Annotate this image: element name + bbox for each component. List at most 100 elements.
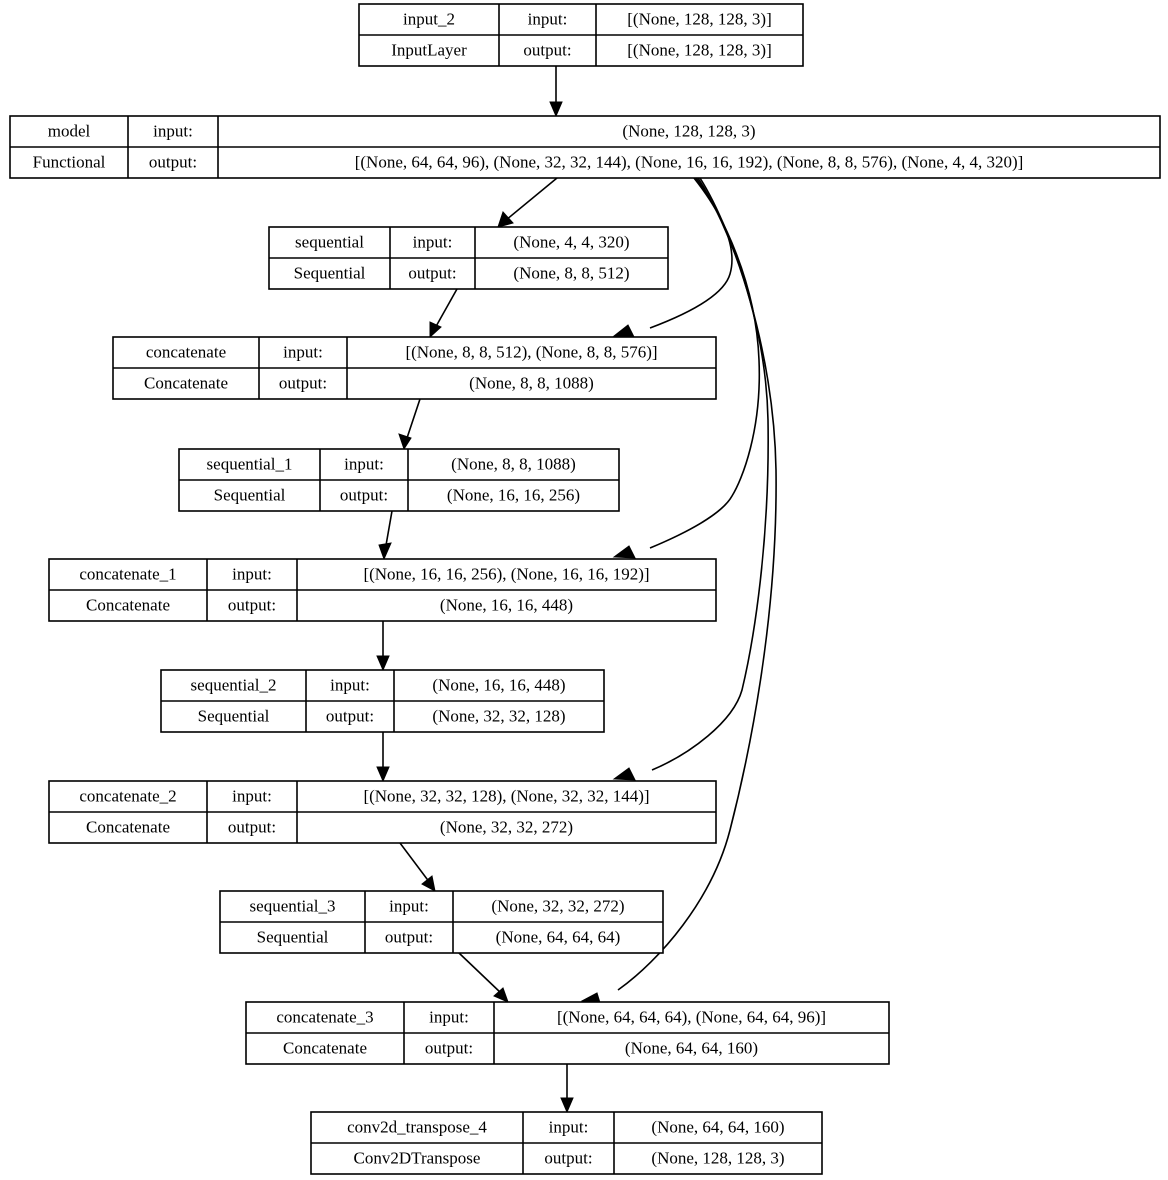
- graph-node[interactable]: sequential_1Sequentialinput:output:(None…: [178, 448, 620, 512]
- node-output-row-label: output:: [385, 927, 433, 946]
- node-output-shape: (None, 64, 64, 160): [625, 1038, 758, 1057]
- node-name-label: model: [48, 121, 91, 140]
- arrowhead-icon: [378, 542, 392, 561]
- node-input-shape: [(None, 32, 32, 128), (None, 32, 32, 144…: [363, 786, 649, 805]
- node-output-row-label: output:: [326, 706, 374, 725]
- node-name-label: sequential_1: [207, 454, 293, 473]
- node-class-label: Sequential: [294, 263, 366, 282]
- arrowhead-icon: [376, 655, 390, 672]
- node-input-row-label: input:: [413, 232, 453, 251]
- node-output-shape: (None, 16, 16, 256): [447, 485, 580, 504]
- edge-line: [399, 842, 431, 884]
- node-output-row-label: output:: [340, 485, 388, 504]
- node-input-shape: (None, 128, 128, 3): [622, 121, 755, 140]
- edges-layer: [376, 66, 777, 1114]
- node-output-row-label: output:: [279, 373, 327, 392]
- node-input-shape: (None, 16, 16, 448): [432, 675, 565, 694]
- node-class-label: Concatenate: [86, 817, 170, 836]
- node-class-label: Concatenate: [144, 373, 228, 392]
- node-output-shape: (None, 32, 32, 128): [432, 706, 565, 725]
- node-input-shape: [(None, 64, 64, 64), (None, 64, 64, 96)]: [557, 1007, 826, 1026]
- node-input-row-label: input:: [153, 121, 193, 140]
- edge-line: [505, 177, 558, 221]
- node-input-row-label: input:: [232, 564, 272, 583]
- node-output-row-label: output:: [408, 263, 456, 282]
- node-class-label: Concatenate: [86, 595, 170, 614]
- node-class-label: Sequential: [257, 927, 329, 946]
- node-class-label: InputLayer: [391, 40, 467, 59]
- node-class-label: Concatenate: [283, 1038, 367, 1057]
- node-output-shape: [(None, 64, 64, 96), (None, 32, 32, 144)…: [355, 152, 1024, 171]
- arrowhead-icon: [549, 101, 563, 118]
- graph-edge: [560, 1064, 574, 1114]
- node-input-row-label: input:: [232, 786, 272, 805]
- graph-edge: [378, 510, 393, 561]
- node-input-row-label: input:: [330, 675, 370, 694]
- node-input-shape: (None, 8, 8, 1088): [451, 454, 576, 473]
- node-input-row-label: input:: [528, 9, 568, 28]
- node-name-label: sequential: [295, 232, 364, 251]
- node-input-shape: [(None, 128, 128, 3)]: [627, 9, 771, 28]
- node-name-label: sequential_2: [191, 675, 277, 694]
- graph-edge: [497, 177, 558, 228]
- graph-edge: [458, 952, 509, 1003]
- node-input-row-label: input:: [429, 1007, 469, 1026]
- node-output-row-label: output:: [149, 152, 197, 171]
- graph-node[interactable]: conv2d_transpose_4Conv2DTransposeinput:o…: [310, 1111, 823, 1175]
- node-output-shape: (None, 16, 16, 448): [440, 595, 573, 614]
- graph-node[interactable]: sequential_2Sequentialinput:output:(None…: [160, 669, 605, 733]
- arrowhead-icon: [421, 875, 436, 892]
- arrowhead-icon: [398, 433, 412, 451]
- edge-line: [433, 288, 458, 331]
- node-name-label: concatenate_3: [276, 1007, 373, 1026]
- node-input-row-label: input:: [389, 896, 429, 915]
- node-class-label: Conv2DTranspose: [354, 1148, 481, 1167]
- graph-edge: [398, 398, 421, 451]
- node-name-label: concatenate_2: [79, 786, 176, 805]
- node-class-label: Functional: [33, 152, 106, 171]
- node-input-row-label: input:: [283, 342, 323, 361]
- node-name-label: input_2: [403, 9, 455, 28]
- node-output-shape: (None, 64, 64, 64): [496, 927, 621, 946]
- graph-edge: [429, 288, 458, 339]
- node-input-shape: (None, 64, 64, 160): [651, 1117, 784, 1136]
- graph-edge: [376, 732, 390, 783]
- edge-line: [651, 177, 769, 771]
- graph-edge: [376, 621, 390, 672]
- node-name-label: concatenate_1: [79, 564, 176, 583]
- arrowhead-icon: [560, 1097, 574, 1114]
- graph-edge: [399, 842, 436, 892]
- node-input-shape: (None, 32, 32, 272): [491, 896, 624, 915]
- edge-line: [405, 398, 421, 442]
- node-output-row-label: output:: [228, 595, 276, 614]
- node-input-shape: [(None, 16, 16, 256), (None, 16, 16, 192…: [363, 564, 649, 583]
- node-input-shape: [(None, 8, 8, 512), (None, 8, 8, 576)]: [405, 342, 657, 361]
- node-output-row-label: output:: [425, 1038, 473, 1057]
- edge-line: [617, 177, 777, 991]
- node-name-label: conv2d_transpose_4: [347, 1117, 487, 1136]
- node-output-shape: [(None, 128, 128, 3)]: [627, 40, 771, 59]
- graph-edge: [549, 66, 563, 118]
- node-name-label: sequential_3: [250, 896, 336, 915]
- node-input-shape: (None, 4, 4, 320): [513, 232, 629, 251]
- node-name-label: concatenate: [146, 342, 226, 361]
- edge-line: [458, 952, 503, 995]
- node-output-row-label: output:: [228, 817, 276, 836]
- node-input-row-label: input:: [549, 1117, 589, 1136]
- node-output-shape: (None, 8, 8, 1088): [469, 373, 594, 392]
- arrowhead-icon: [497, 211, 514, 228]
- arrowhead-icon: [612, 324, 635, 338]
- arrowhead-icon: [612, 767, 636, 781]
- node-input-row-label: input:: [344, 454, 384, 473]
